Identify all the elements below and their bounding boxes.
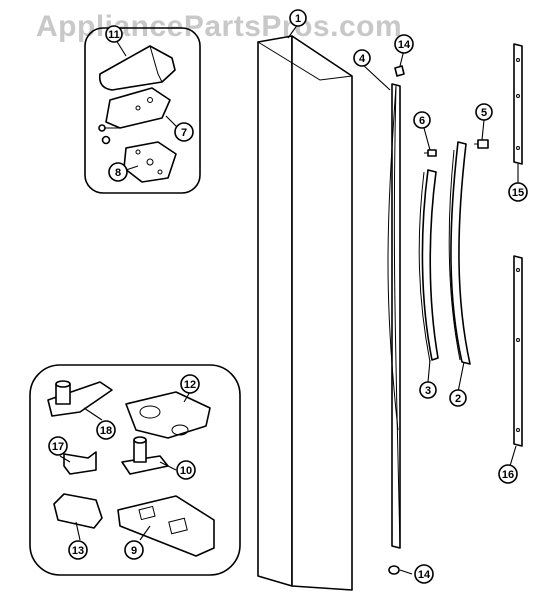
door-panel-part [257,35,353,591]
hinge-pin-part [47,381,113,417]
screw-6-part [424,149,437,157]
callout-17: 17 [48,436,68,456]
plug-14-top-part [394,65,405,77]
watermark-text: AppliancePartsPros.com [36,10,403,43]
callout-14-top: 14 [394,34,414,54]
hinge-cover-lower-part [53,493,103,529]
callout-1: 1 [289,9,307,27]
callout-label: 6 [419,115,425,127]
callout-9: 9 [124,540,144,560]
hinge-plate-part [105,87,171,129]
callout-15: 15 [508,182,528,202]
callout-3: 3 [419,381,437,399]
callout-6: 6 [413,111,431,129]
screw-5-part [474,139,489,149]
breaker-strip-3-part [418,169,439,363]
callout-label: 2 [455,393,461,405]
callout-label: 14 [398,39,411,51]
callout-18: 18 [96,420,116,440]
callout-2: 2 [449,389,467,407]
hinge-cover-part [98,45,176,91]
callout-label: 16 [502,469,514,481]
callout-label: 18 [100,425,112,437]
callout-7: 7 [174,122,194,142]
callout-label: 15 [512,187,524,199]
leader-lines [59,23,519,575]
clip-part [63,451,97,475]
callout-label: 13 [72,545,84,557]
callout-4: 4 [353,49,371,67]
callout-label: 1 [295,13,301,25]
callout-label: 9 [131,545,137,557]
plug-14-bottom-part [388,565,400,575]
trim-strip-16-part [513,255,523,447]
callout-label: 14 [418,569,431,581]
inset-bottom-hinge-parts [29,364,241,576]
callout-label: 12 [184,379,196,391]
callout-label: 3 [425,385,431,397]
callout-14-bottom: 14 [414,564,434,584]
trim-strip-15-part [513,43,523,165]
callout-11: 11 [105,25,123,43]
callout-label: 8 [115,167,121,179]
callout-10: 10 [176,460,196,480]
callout-label: 7 [181,127,187,139]
door-gasket-part [387,83,401,549]
callout-label: 4 [359,53,366,65]
callout-5: 5 [475,103,493,121]
callout-label: 17 [52,441,64,453]
callout-13: 13 [68,540,88,560]
callout-8: 8 [108,162,128,182]
callout-label: 5 [481,107,487,119]
callout-label: 11 [108,29,120,41]
callout-16: 16 [498,464,518,484]
hinge-shim-part [123,141,177,183]
callout-label: 10 [180,465,192,477]
hinge-bracket-part [125,391,211,439]
mounting-plate-part [117,495,215,557]
breaker-strip-2-part [448,141,471,365]
callout-12: 12 [180,374,200,394]
inset-top-hinge-parts [84,27,201,194]
